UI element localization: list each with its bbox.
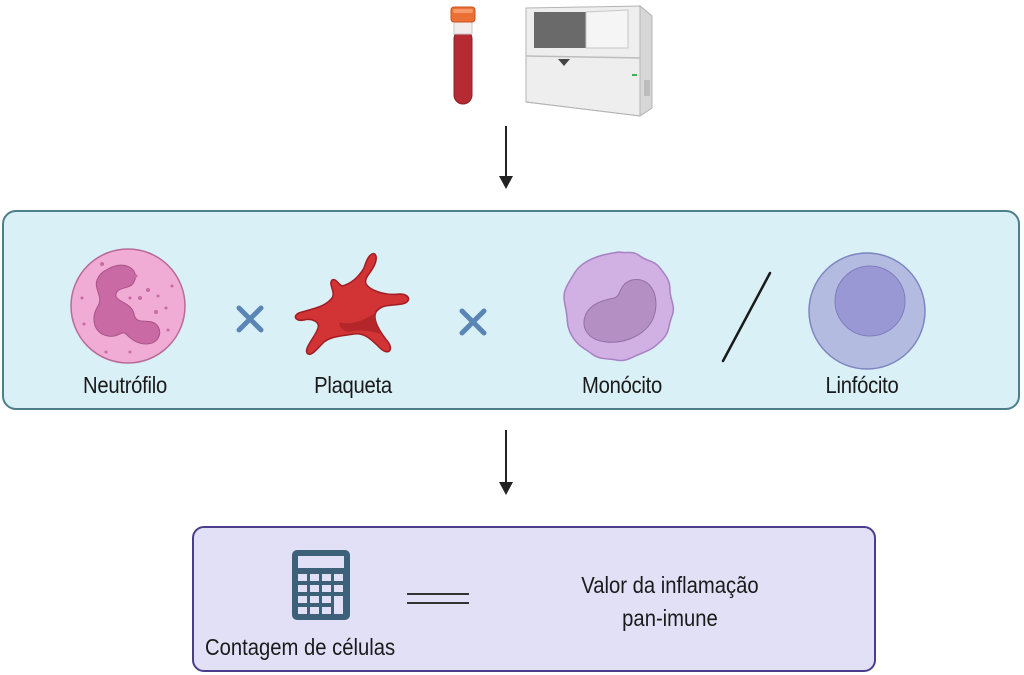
platelet-label: Plaqueta (314, 372, 392, 398)
cell-count-label: Contagem de células (205, 634, 396, 660)
arrow-down-icon (496, 430, 516, 496)
monocyte-label: Monócito (581, 372, 663, 398)
lymphocyte-icon (806, 249, 928, 373)
pan-immune-label-line1: Valor da inflamação (581, 572, 759, 598)
lymphocyte-label: Linfócito (825, 372, 899, 398)
neutrophil-icon (68, 246, 188, 366)
pan-immune-label-line2: pan-imune (622, 605, 718, 631)
times-icon (233, 302, 267, 336)
platelet-icon (292, 250, 414, 362)
pan-immune-value-label: Valor da inflamação pan-imune (538, 569, 802, 635)
analyzer-icon (520, 4, 660, 118)
neutrophil-label: Neutrófilo (83, 372, 167, 398)
calculator-icon (290, 548, 352, 622)
arrow-down-icon (496, 126, 516, 190)
blood-tube-icon (446, 4, 480, 108)
times-icon (456, 305, 490, 339)
equals-icon (407, 590, 469, 608)
monocyte-icon (560, 248, 678, 366)
slash-icon (718, 270, 774, 364)
